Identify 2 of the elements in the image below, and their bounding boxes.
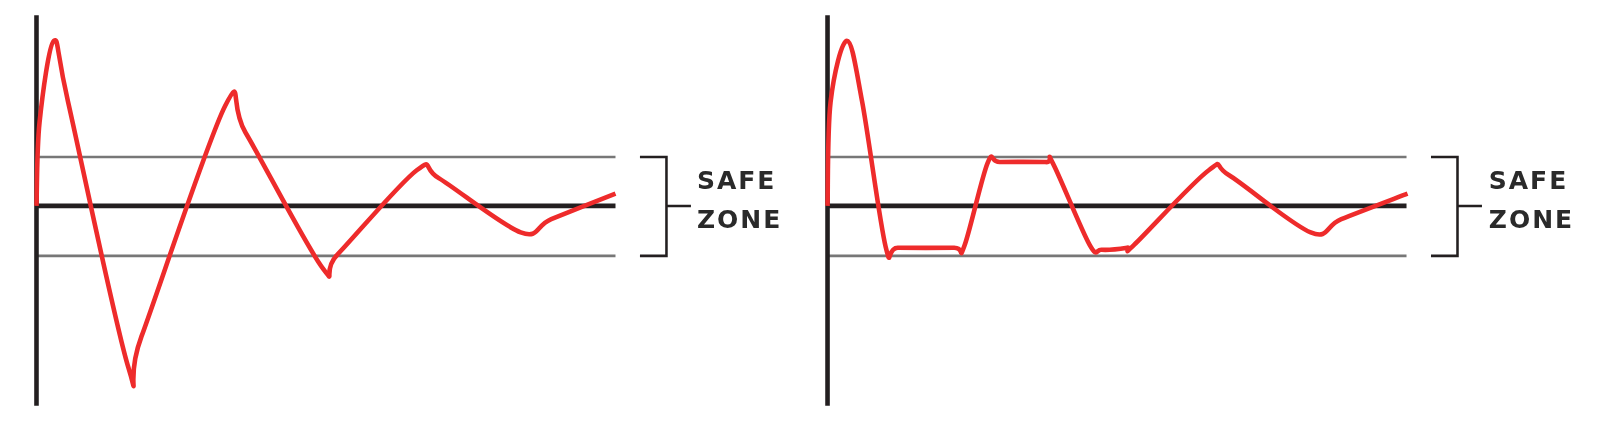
zone-label: SAFE ZONE — [696, 165, 784, 237]
zone-label: SAFE ZONE — [1488, 165, 1576, 237]
